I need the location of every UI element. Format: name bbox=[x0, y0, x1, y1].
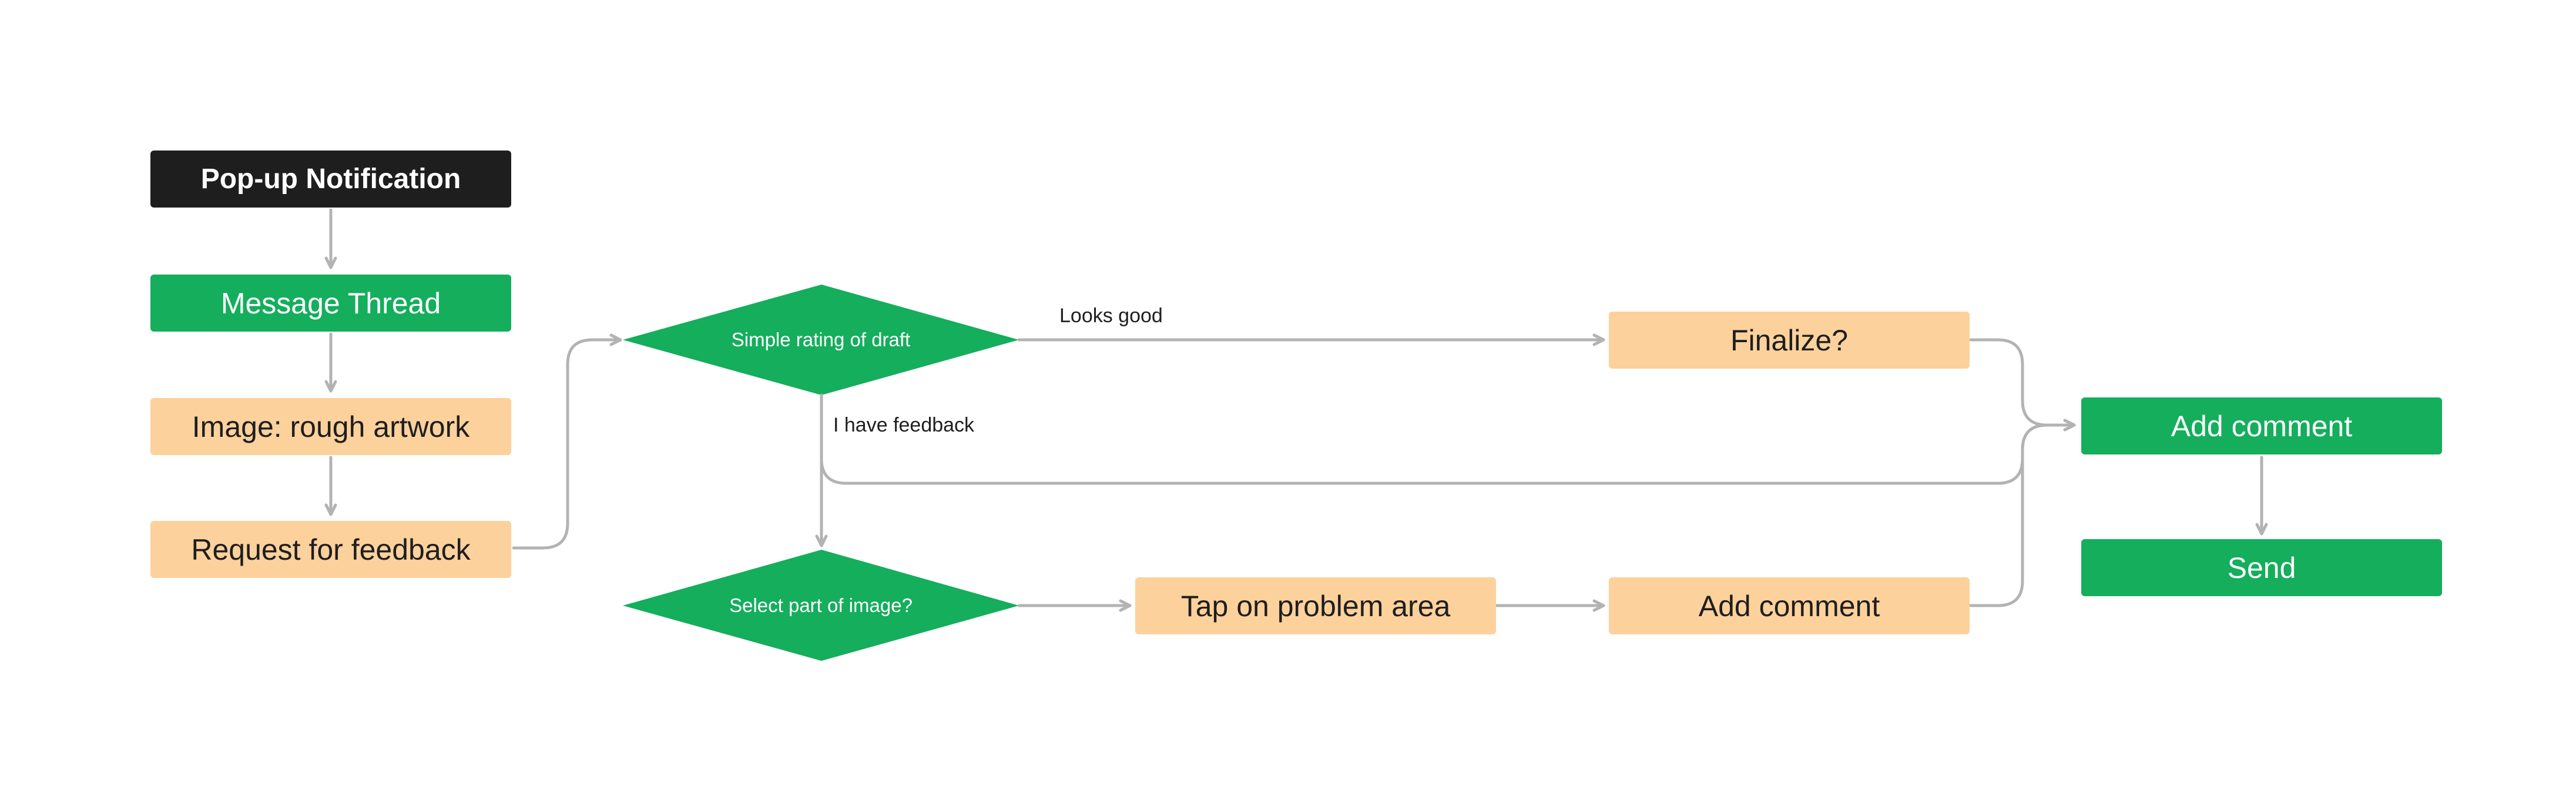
popup-notification-node[interactable]: Pop-up Notification bbox=[150, 151, 511, 208]
add-comment-right-node[interactable]: Add comment bbox=[2081, 397, 2442, 454]
select-part-label: Select part of image? bbox=[729, 594, 913, 616]
select-part-diamond[interactable] bbox=[623, 550, 1019, 661]
edge-feedback-to-add-comment bbox=[820, 393, 2076, 485]
simple-rating-label: Simple rating of draft bbox=[731, 329, 911, 350]
message-thread-node[interactable]: Message Thread bbox=[150, 275, 511, 332]
simple-rating-diamond[interactable] bbox=[623, 285, 1019, 395]
request-for-feedback-node[interactable]: Request for feedback bbox=[150, 521, 511, 578]
looks-good-label: Looks good bbox=[1059, 305, 1163, 327]
edge-request-to-rating bbox=[512, 333, 622, 550]
image-rough-artwork-node[interactable]: Image: rough artwork bbox=[150, 398, 511, 455]
edge-finalize-to-add-comment bbox=[1969, 338, 2076, 432]
edge-lower-comment-to-add-comment bbox=[1969, 419, 2076, 607]
have-feedback-label: I have feedback bbox=[833, 414, 975, 436]
send-node[interactable]: Send bbox=[2081, 539, 2442, 596]
add-comment-lower-node[interactable]: Add comment bbox=[1609, 577, 1970, 634]
finalize-node[interactable]: Finalize? bbox=[1609, 312, 1970, 369]
tap-problem-area-node[interactable]: Tap on problem area bbox=[1135, 577, 1496, 634]
